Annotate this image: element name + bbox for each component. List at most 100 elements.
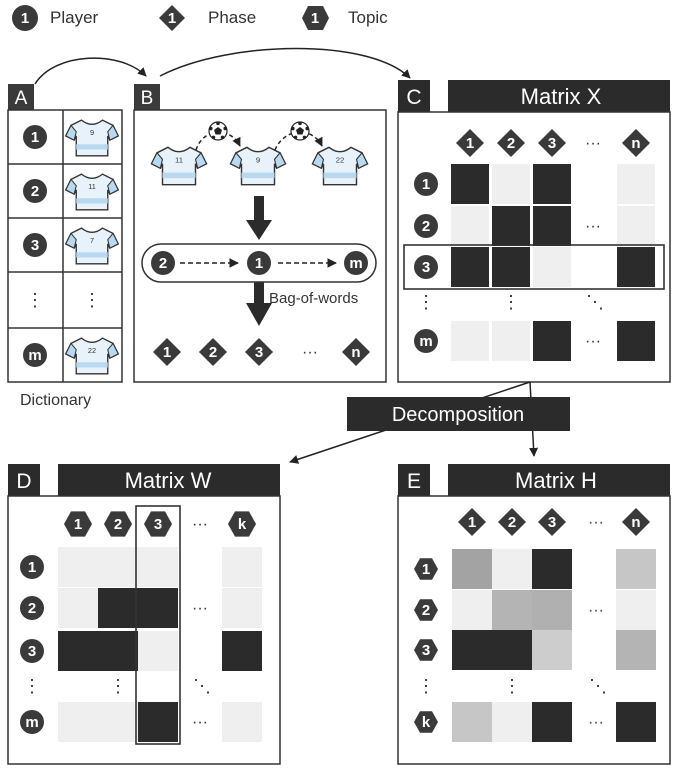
panelC-row-hdots: ··· <box>585 218 601 235</box>
panel-b-letter-box <box>134 84 160 110</box>
dictionary-player-1-jersey-icon: 11 <box>64 173 120 211</box>
bag-phase-0-diamond-icon <box>153 338 181 366</box>
panel-a-letter-box <box>8 84 34 110</box>
panelC-letter: C <box>406 86 421 109</box>
panelC-highlight-row <box>403 244 665 290</box>
panelC-title: Matrix X <box>521 84 602 109</box>
dictionary-player-3: m <box>28 347 41 364</box>
panelC-letter-box <box>398 80 430 112</box>
panelE-row-hdots: ··· <box>588 714 604 731</box>
jersey-stripe <box>323 172 357 179</box>
panelD-col-label-3-hexagon-icon <box>228 511 256 537</box>
bag-of-words-label: Bag-of-words <box>269 290 358 307</box>
bag-phase-2-diamond-icon <box>245 338 273 366</box>
panelD-cell-r2-c3 <box>222 631 262 671</box>
jersey-right-sleeve <box>107 124 119 141</box>
panelE-col-hdots: ··· <box>588 514 604 531</box>
panelE-cell-r1-c0 <box>452 590 492 630</box>
panelE-cell-ddots: ⋱ <box>589 676 607 696</box>
panelC-row-label-2-circle-icon <box>414 255 438 279</box>
panelC-row-label-3-circle-icon <box>414 329 438 353</box>
panelE-letter-box <box>398 464 430 496</box>
panelC-col-label-2-diamond-icon <box>538 129 566 157</box>
jersey-right-sleeve <box>355 151 369 169</box>
panelC-cell-r0-c1 <box>492 164 530 204</box>
panelD-cell-r0-c1 <box>98 547 138 587</box>
panelD-cell-r2-c1 <box>98 631 138 671</box>
panelE-cell-r2-c0 <box>452 630 492 670</box>
panelE-row-label-0: 1 <box>422 561 430 578</box>
sequence-player-1-circle-icon <box>247 251 271 275</box>
dictionary-player-3-jersey-icon: 22 <box>64 337 120 375</box>
ball-edge-patch <box>220 135 225 140</box>
panelC-cell-r1-c2 <box>533 206 571 246</box>
panelC-row-label-1-circle-icon <box>414 214 438 238</box>
panelE-cell-r1-c2 <box>532 590 572 630</box>
panelE-cell-r3-c3 <box>616 702 656 742</box>
panelD-row-hdots: ··· <box>192 600 208 617</box>
panelC-cell-r0-c3 <box>617 164 655 204</box>
panelE-col-label-3: n <box>631 514 640 531</box>
jersey-left-sleeve <box>65 178 77 195</box>
panelE-cell-r1-c3 <box>616 590 656 630</box>
panelC-row-hdots: ··· <box>585 333 601 350</box>
panelD-cell-r3-c2 <box>138 702 178 742</box>
panelE-cell-r2-c3 <box>616 630 656 670</box>
panelC-cell-r3-c1 <box>492 321 530 361</box>
dictionary-player-0-number: 9 <box>90 128 94 137</box>
panelC-cell-r3-c3 <box>617 321 655 361</box>
panelD-col-label-2-hexagon-icon <box>144 511 172 537</box>
panelE-cell-r0-c3 <box>616 549 656 589</box>
panelD-title-bar <box>58 464 280 496</box>
jersey-stripe <box>76 362 108 368</box>
panelD-cell-vdots: ⋮ <box>109 676 127 696</box>
panelE-col-label-0-diamond-icon <box>458 508 486 536</box>
pass-player-2-number: 22 <box>336 156 345 165</box>
panelE-col-label-2-diamond-icon <box>538 508 566 536</box>
ball-edge-patch <box>290 126 295 131</box>
sequence-player-0-circle-icon <box>151 251 175 275</box>
panelC-row-label-0: 1 <box>422 176 430 193</box>
panelC-row-label-3: m <box>419 333 432 350</box>
panelC-col-hdots: ··· <box>585 135 601 152</box>
panelD-row-vdots: ⋮ <box>23 676 41 696</box>
panelD-cell-r3-c1 <box>98 702 138 742</box>
bag-phase-3-diamond-icon <box>342 338 370 366</box>
bag-phase-1-diamond-icon <box>199 338 227 366</box>
ball-edge-patch <box>302 135 307 140</box>
panelE-cell-r0-c1 <box>492 549 532 589</box>
panelE-row-label-3-hexagon-icon <box>414 711 438 733</box>
jersey-stripe <box>76 252 108 258</box>
decomposition-box <box>347 397 570 431</box>
panel-a-letter: A <box>15 88 28 109</box>
player-circle-icon <box>12 5 38 31</box>
panelE-col-label-1: 2 <box>508 514 516 531</box>
pass-player-1-number: 9 <box>256 156 260 165</box>
jersey-left-sleeve <box>65 342 77 359</box>
legend-player-label: Player <box>50 8 99 27</box>
panelD-row-hdots: ··· <box>192 714 208 731</box>
panelC-col-label-3: n <box>631 135 640 152</box>
panelC-cell-r0-c2 <box>533 164 571 204</box>
ball-edge-patch <box>298 121 302 126</box>
panelD-cell-r1-c0 <box>58 588 98 628</box>
arrow-b-to-c <box>159 47 411 79</box>
ball-edge-patch <box>208 126 213 131</box>
panelD-cell-r0-c0 <box>58 547 98 587</box>
sequence-player-0: 2 <box>159 255 167 272</box>
panelE-cell-r0-c2 <box>532 549 572 589</box>
panelE-col-label-1-diamond-icon <box>498 508 526 536</box>
panelD-row-label-2-circle-icon <box>20 639 44 663</box>
panelE-cell-r2-c2 <box>532 630 572 670</box>
panelE-row-label-1: 2 <box>422 602 430 619</box>
jersey-right-sleeve <box>194 151 208 169</box>
ball-edge-patch <box>223 126 228 131</box>
panelD-row-label-1: 2 <box>28 600 36 617</box>
panelC-cell-r2-c0 <box>451 247 489 287</box>
panelD-col-label-0: 1 <box>74 516 82 533</box>
